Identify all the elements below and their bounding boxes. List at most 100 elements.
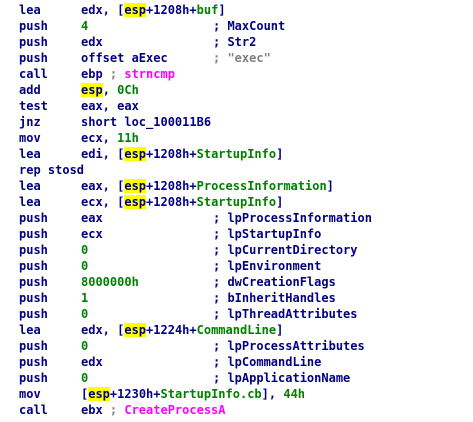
operand: 0 [81, 338, 88, 354]
code-line[interactable]: call ebp ; strncmp [0, 66, 473, 82]
numeric-constant: 0 [81, 371, 89, 385]
operand: 8000000h [81, 274, 139, 290]
code-line[interactable]: push 0 ; lpEnvironment [0, 258, 473, 274]
operand: eax [81, 210, 103, 226]
mnemonic: push [19, 259, 48, 273]
mnemonic: push [19, 371, 48, 385]
operand-text: ecx, [ [81, 195, 125, 209]
function-name[interactable]: strncmp [124, 67, 175, 81]
mnemonic: push [19, 339, 48, 353]
operand-text: +1224h+ [146, 323, 197, 337]
comment-text: ; bInheritHandles [213, 291, 336, 305]
mnemonic: call [19, 403, 48, 417]
numeric-constant: 0 [81, 339, 89, 353]
numeric-constant: 0 [81, 243, 89, 257]
operand-text: ecx, [81, 131, 118, 145]
operand-text: ; [109, 67, 125, 81]
comment: ; lpProcessInformation [213, 210, 372, 226]
highlighted-register: esp [124, 147, 147, 161]
symbol-name[interactable]: StartupInfo [196, 195, 277, 209]
highlighted-register: esp [124, 323, 147, 337]
operand-text: short loc_100011B6 [81, 115, 212, 129]
operand-text: +1230h+ [109, 387, 161, 401]
numeric-constant: 0 [81, 307, 89, 321]
mnemonic: push [19, 211, 48, 225]
operand-text: ], [261, 387, 284, 401]
operand-text: ebp [81, 67, 110, 81]
highlighted-register: esp [124, 179, 147, 193]
operand-text: ] [276, 195, 284, 209]
operand-text: +1208h+ [146, 179, 197, 193]
operand: edx, [esp+1208h+buf] [81, 2, 226, 18]
mnemonic: mov [19, 131, 41, 145]
symbol-name[interactable]: StartupInfo.cb [160, 387, 262, 401]
mnemonic: rep stosd [19, 163, 85, 177]
operand: ebp ; strncmp [81, 66, 175, 82]
mnemonic: test [19, 99, 48, 113]
symbol-name[interactable]: CommandLine [196, 323, 277, 337]
comment-text: ; lpCurrentDirectory [213, 243, 358, 257]
mnemonic: push [19, 227, 48, 241]
comment-text: ; lpEnvironment [213, 259, 322, 273]
comment: ; bInheritHandles [213, 290, 336, 306]
highlighted-register: esp [124, 3, 147, 17]
numeric-constant: 44h [283, 387, 306, 401]
mnemonic: lea [19, 147, 41, 161]
code-line[interactable]: rep stosd [0, 162, 473, 178]
comment-text: ; dwCreationFlags [213, 275, 336, 289]
comment-text: ; lpProcessAttributes [213, 339, 365, 353]
code-line[interactable]: push eax ; lpProcessInformation [0, 210, 473, 226]
operand: esp, 0Ch [81, 82, 139, 98]
mnemonic: call [19, 67, 48, 81]
code-line[interactable]: mov[esp+1230h+StartupInfo.cb], 44h [0, 386, 473, 402]
mnemonic: push [19, 291, 48, 305]
operand: ebx ; CreateProcessA [81, 402, 226, 418]
highlighted-register: esp [88, 387, 110, 401]
code-line[interactable]: push 1 ; bInheritHandles [0, 290, 473, 306]
symbol-name[interactable]: StartupInfo [196, 147, 277, 161]
operand-text: , [102, 83, 118, 97]
comment-text: ; lpCommandLine [213, 355, 322, 369]
symbol-name[interactable]: buf [196, 3, 219, 17]
operand-text: edi, [ [81, 147, 125, 161]
code-line[interactable]: push 0 ; lpProcessAttributes [0, 338, 473, 354]
operand-text: eax, [ [81, 179, 125, 193]
code-line[interactable]: call ebx ; CreateProcessA [0, 402, 473, 418]
comment: ; lpApplicationName [213, 370, 350, 386]
code-line[interactable]: jnz short loc_100011B6 [0, 114, 473, 130]
numeric-constant: 0 [81, 259, 89, 273]
operand: edx [81, 354, 103, 370]
operand-text: +1208h+ [146, 3, 197, 17]
numeric-constant: 4 [81, 19, 89, 33]
mnemonic: push [19, 35, 48, 49]
operand-text: +1208h+ [146, 195, 197, 209]
operand: 1 [81, 290, 88, 306]
function-name[interactable]: CreateProcessA [124, 403, 226, 417]
mnemonic: jnz [19, 115, 41, 129]
comment: ; lpEnvironment [213, 258, 321, 274]
code-line[interactable]: mov ecx, 11h [0, 130, 473, 146]
symbol-name[interactable]: ProcessInformation [196, 179, 327, 193]
comment-text: ; Str2 [213, 35, 257, 49]
operand-text: edx [81, 35, 103, 49]
operand: ecx, 11h [81, 130, 139, 146]
mnemonic: lea [19, 195, 41, 209]
mnemonic: lea [19, 179, 41, 193]
code-line[interactable]: push 0 ; lpApplicationName [0, 370, 473, 386]
code-line[interactable]: push edx ; Str2 [0, 34, 473, 50]
